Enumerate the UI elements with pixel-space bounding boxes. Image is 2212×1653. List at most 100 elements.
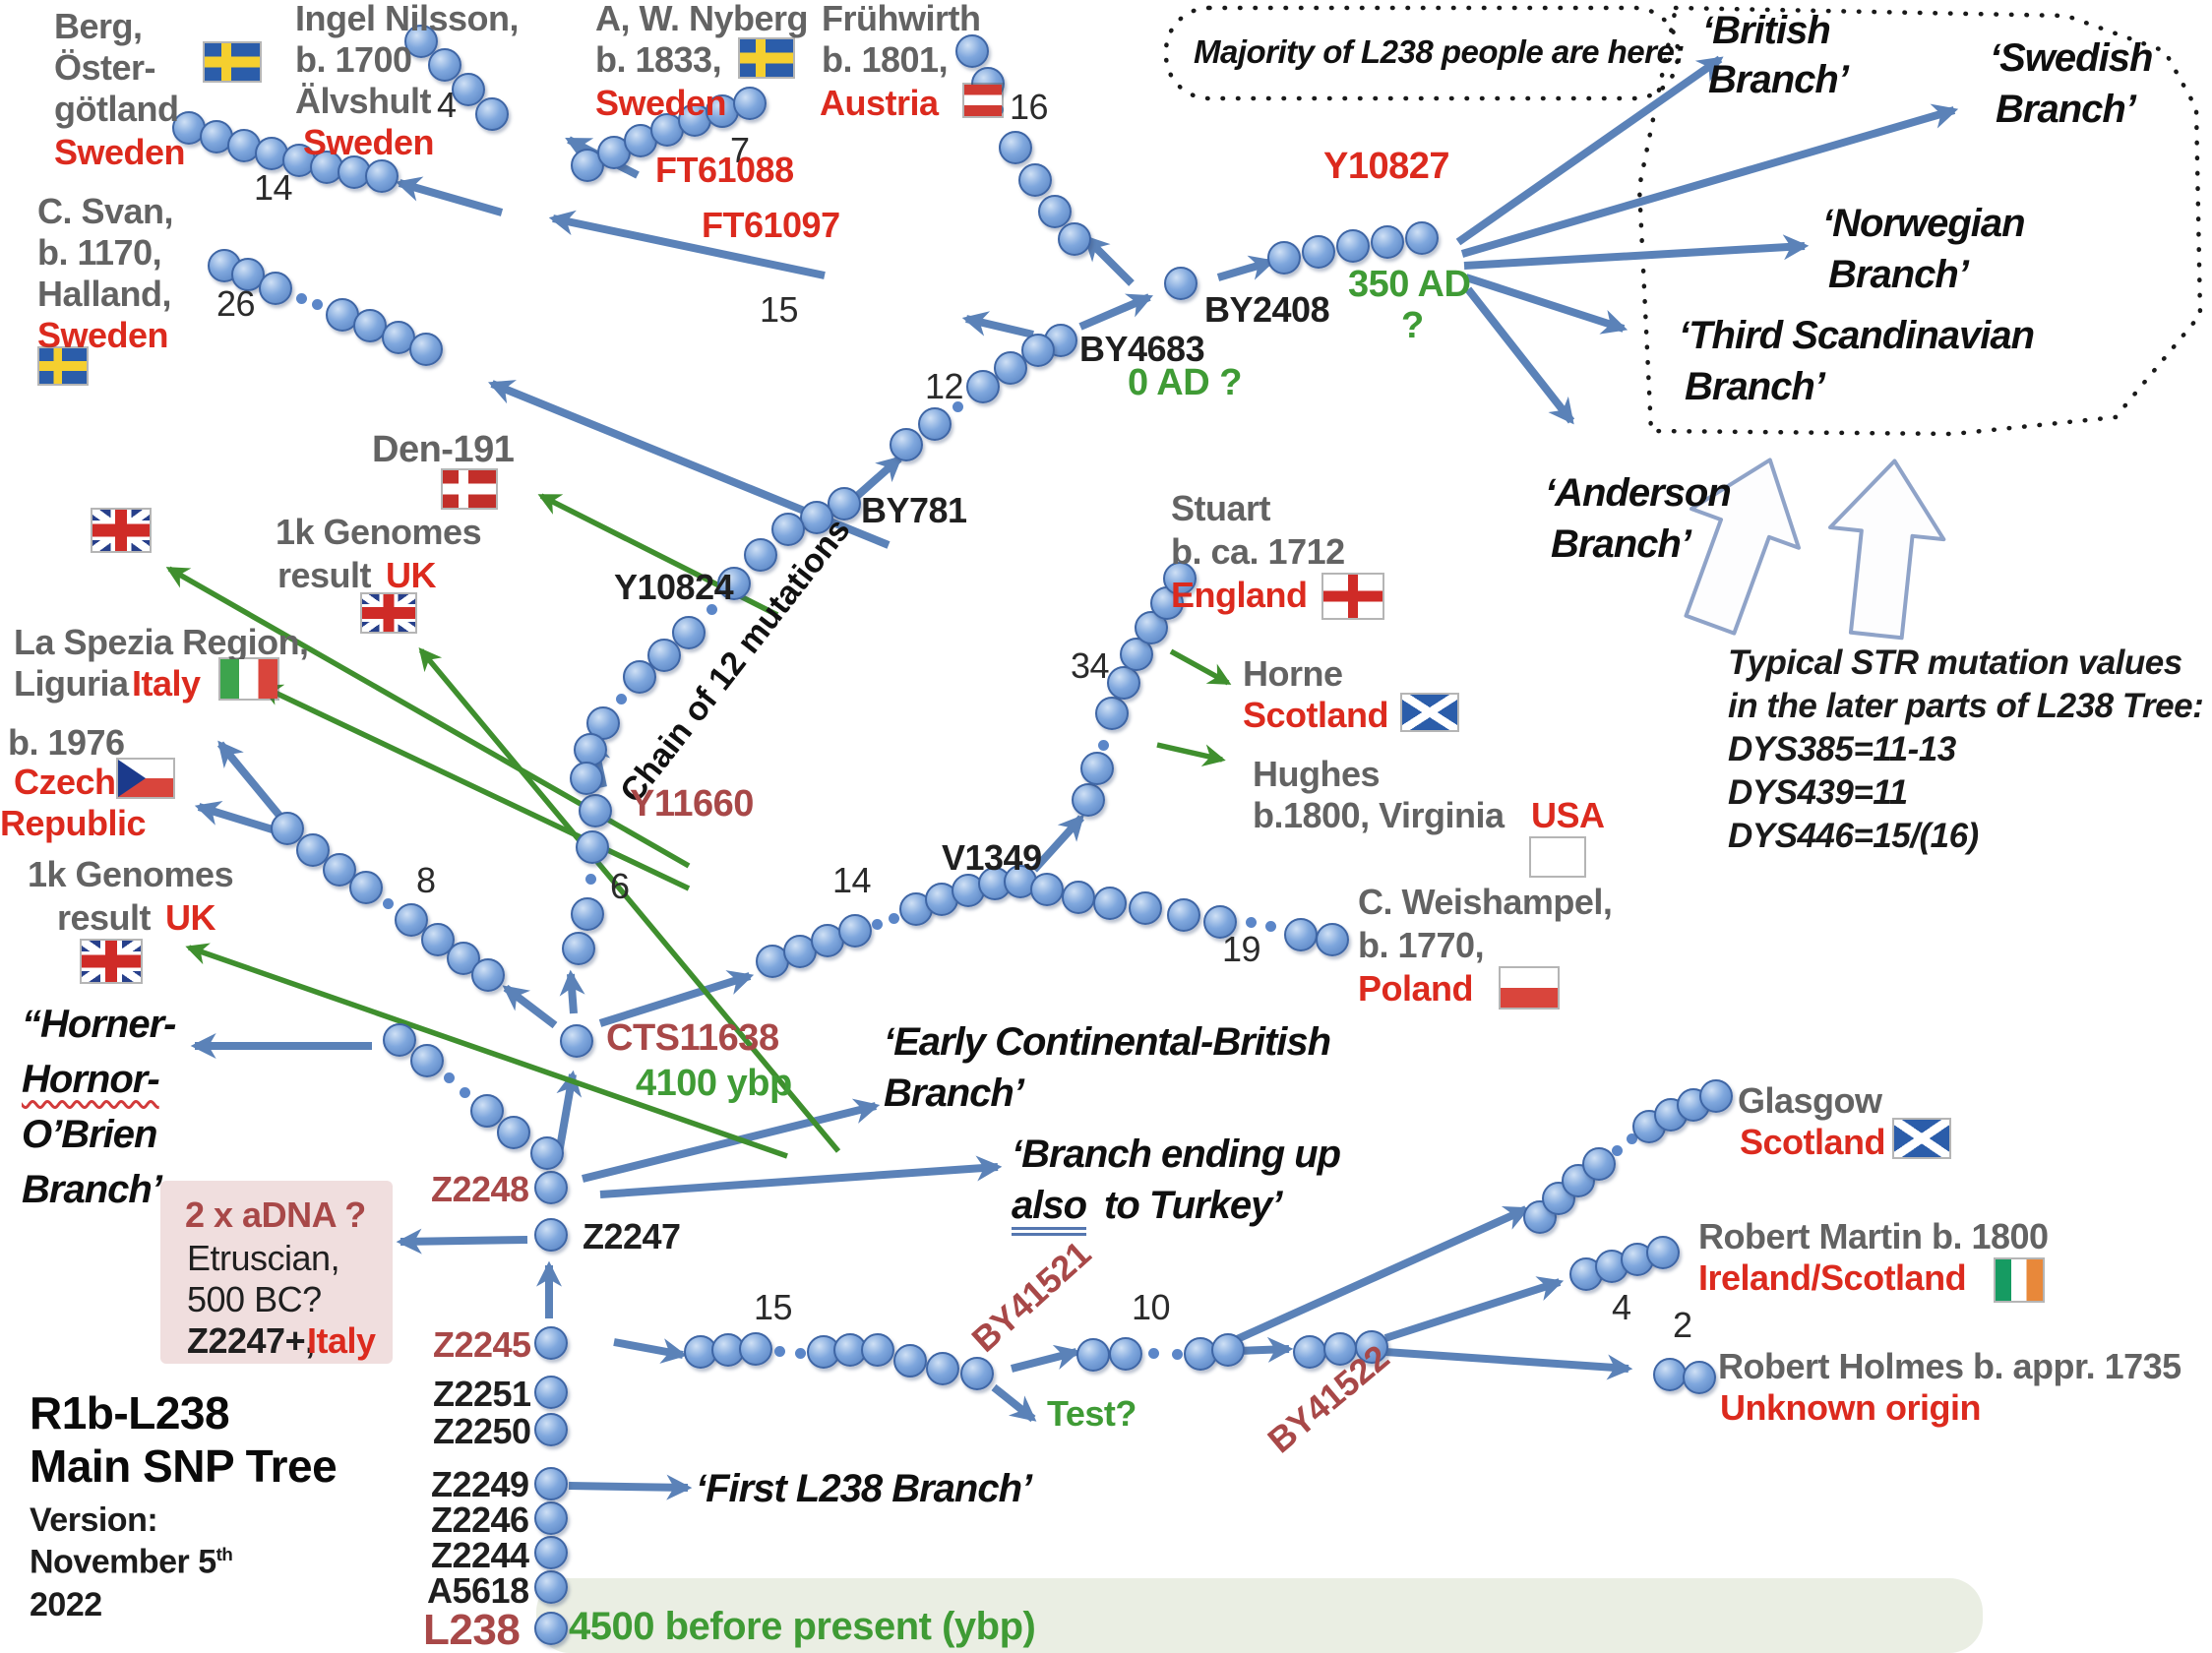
flag-sweden-icon <box>39 348 87 384</box>
num-2: 2 <box>1673 1305 1692 1345</box>
majority-dotted-box <box>1163 5 1681 101</box>
arrow-fan-anderson <box>1464 286 1575 425</box>
arrow-long-to-nyberg <box>548 210 826 279</box>
nineteen-dot <box>1129 891 1162 925</box>
glasgow-country: Scotland <box>1740 1122 1886 1162</box>
branch-early-1: ‘Early Continental-British <box>884 1020 1331 1064</box>
glasgow-chain-dot <box>1611 1144 1623 1156</box>
nineteen-dot <box>1264 920 1276 932</box>
branch-norwegian-1: ‘Norwegian <box>1822 202 2026 245</box>
glasgow-chain-dot <box>1562 1164 1595 1197</box>
flag-sweden-icon <box>740 39 793 77</box>
nyberg-line1: A, W. Nyberg <box>595 0 809 38</box>
chain-of-12-dot <box>744 538 777 572</box>
flag-england-icon <box>1323 575 1382 618</box>
branch-turkey-2b: to Turkey’ <box>1104 1184 1282 1227</box>
adna-box <box>160 1181 393 1364</box>
thirtyfour-dot <box>1072 783 1105 817</box>
by4683: BY4683 <box>1079 329 1205 369</box>
trunk-dot <box>534 1171 568 1204</box>
arrow-z2245-right <box>613 1338 688 1364</box>
fifteen-dot <box>960 1357 994 1390</box>
block-arrow-right <box>1827 459 1946 641</box>
svan-country: Sweden <box>37 315 169 355</box>
trunk-dot <box>534 1612 568 1645</box>
z2248: Z2248 <box>431 1169 529 1209</box>
arrow-czech-left <box>194 800 277 834</box>
version-3: 2022 <box>30 1586 102 1623</box>
y11660-cts-dot <box>576 830 609 864</box>
horner-chain-dot <box>497 1116 530 1149</box>
flag-denmark-icon <box>443 470 496 508</box>
flag-italy-icon <box>220 659 277 699</box>
branch-norwegian-2: Branch’ <box>1828 253 1969 296</box>
scandinavian-dotted-region <box>1636 5 2203 437</box>
z2251: Z2251 <box>433 1374 531 1414</box>
genomes-low-2: result <box>57 897 152 938</box>
by41522-chain-dot <box>1355 1330 1388 1364</box>
trunk-dot <box>534 1467 568 1500</box>
czech-1: Czech <box>14 762 116 802</box>
test-q: Test? <box>1047 1393 1137 1434</box>
arrow-test <box>991 1383 1037 1423</box>
ten-dot <box>1211 1333 1245 1367</box>
num-15-bot: 15 <box>754 1287 793 1327</box>
arrow-z2249-right <box>568 1474 693 1500</box>
nineteen-dot <box>1203 905 1237 939</box>
fifteen-dot <box>773 1345 785 1357</box>
by2408: BY2408 <box>1204 289 1330 330</box>
eight-dot <box>382 897 394 909</box>
glasgow-chain-dot <box>1582 1147 1616 1181</box>
martin-country: Ireland/Scotland <box>1698 1257 1967 1298</box>
svan-26-dot <box>295 292 307 304</box>
num-14-mid: 14 <box>832 860 872 900</box>
svan-26-dot <box>311 298 323 310</box>
branch-turkey-1: ‘Branch ending up <box>1012 1133 1341 1176</box>
svan-26-dot <box>409 333 443 366</box>
chain-of-12-dot <box>771 513 805 546</box>
arrow-z2248-turkey <box>599 1155 1003 1198</box>
arrow-by4683-to-by2408 <box>1078 293 1153 331</box>
trunk-dot <box>534 1501 568 1535</box>
num-26: 26 <box>216 283 256 324</box>
stuart-country: England <box>1171 575 1308 615</box>
branch-third-2: Branch’ <box>1685 365 1825 408</box>
trunk-dot <box>534 1218 568 1252</box>
genomes-up-2: result <box>277 555 372 595</box>
arrow-cts-right <box>598 970 755 1027</box>
garrow-italy <box>259 684 691 891</box>
nilsson-line2: b. 1700 <box>295 39 412 80</box>
fruhwirth-16-dot <box>955 34 989 68</box>
thirtyfour-dot <box>1163 562 1197 595</box>
flag-poland-icon <box>1501 968 1558 1008</box>
laspezia-1: La Spezia Region, <box>14 622 309 662</box>
genomes-up-1: 1k Genomes <box>276 512 482 552</box>
z2249: Z2249 <box>431 1464 529 1504</box>
y10827-chain-dot <box>1267 241 1301 275</box>
num-6: 6 <box>610 866 630 906</box>
garrow-uk-mid <box>418 647 841 1153</box>
chain-of-12-dot <box>615 693 627 704</box>
a5618: A5618 <box>427 1570 529 1611</box>
str-note-4: DYS439=11 <box>1728 773 1908 812</box>
branch-anderson-1: ‘Anderson <box>1545 471 1732 515</box>
majority-note: Majority of L238 people are here: <box>1194 33 1685 70</box>
hughes-usa: USA <box>1531 795 1605 835</box>
horner-4: Branch’ <box>22 1168 162 1211</box>
arrow-v1349-up <box>1031 814 1084 873</box>
holmes-1: Robert Holmes b. appr. 1735 <box>1718 1346 2181 1386</box>
berg-country: Sweden <box>54 132 186 172</box>
flag-uk-icon <box>92 510 150 551</box>
chain-of-12-dot <box>570 762 603 795</box>
trunk-dot <box>534 1536 568 1569</box>
num-15-top: 15 <box>760 289 799 330</box>
arrow-10-right <box>1237 1336 1294 1363</box>
fifteen-dot <box>739 1332 772 1366</box>
arrow-z2247-left <box>396 1228 528 1255</box>
nineteen-dot <box>1284 918 1318 951</box>
l238: L238 <box>423 1606 521 1653</box>
twelve-dot <box>1021 334 1055 367</box>
ft61097: FT61097 <box>702 205 840 245</box>
